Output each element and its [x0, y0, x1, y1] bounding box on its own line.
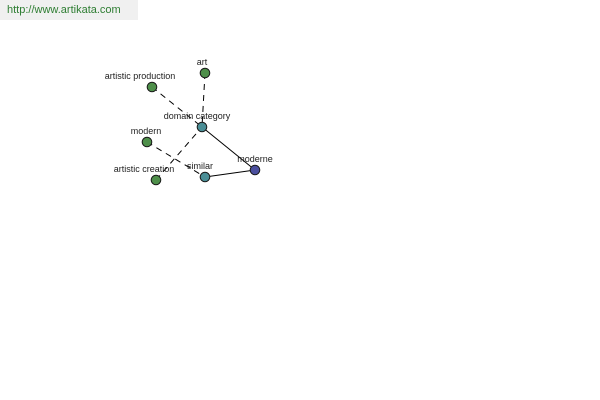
- node-similar[interactable]: [199, 171, 211, 183]
- edge-similar-to-moderne: [204, 169, 256, 178]
- node-label-artistic-creation[interactable]: artistic creation: [114, 164, 175, 174]
- node-moderne[interactable]: [249, 164, 261, 176]
- graph-edges: [146, 72, 256, 181]
- edge-artistic-creation-to-domain-category: [155, 126, 203, 181]
- node-label-artistic-production[interactable]: artistic production: [105, 71, 176, 81]
- source-url-banner: http://www.artikata.com: [0, 0, 138, 20]
- node-label-similar[interactable]: similar: [187, 161, 213, 171]
- node-artistic-creation[interactable]: [150, 174, 162, 186]
- node-label-art[interactable]: art: [197, 57, 208, 67]
- graph-nodes: [141, 67, 261, 186]
- node-domain-category[interactable]: [196, 121, 208, 133]
- node-art[interactable]: [199, 67, 211, 79]
- node-artistic-production[interactable]: [146, 81, 158, 93]
- edge-modern-to-similar: [146, 141, 206, 178]
- edge-art-to-domain-category: [201, 72, 206, 128]
- edge-artistic-production-to-domain-category: [151, 86, 203, 128]
- source-url-link[interactable]: http://www.artikata.com: [7, 4, 121, 16]
- node-label-domain-category[interactable]: domain category: [164, 111, 231, 121]
- edge-domain-category-to-moderne: [201, 126, 256, 171]
- node-label-modern[interactable]: modern: [131, 126, 162, 136]
- node-modern[interactable]: [141, 136, 153, 148]
- node-label-moderne[interactable]: moderne: [237, 154, 273, 164]
